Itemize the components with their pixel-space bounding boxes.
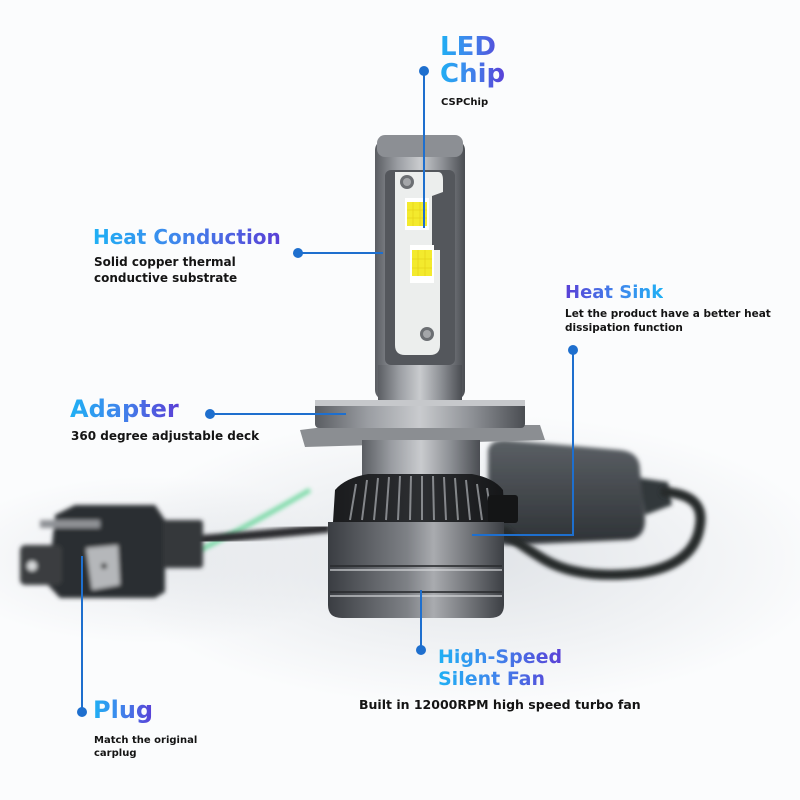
heat-sink-leader-horizontal bbox=[472, 534, 574, 536]
heat-sink-description-line1: Let the product have a better heat bbox=[565, 308, 771, 320]
fan-leader-dot bbox=[416, 645, 426, 655]
fan-title-line2: Silent Fan bbox=[438, 667, 546, 690]
heat-conduction-description-line2: conductive substrate bbox=[94, 270, 238, 285]
heat-conduction-leader bbox=[298, 252, 383, 254]
heat-sink-title: Heat Sink bbox=[565, 282, 664, 303]
fan-description: Built in 12000RPM high speed turbo fan bbox=[359, 697, 641, 712]
adapter-leader bbox=[210, 413, 346, 415]
heatsink-fins bbox=[333, 474, 505, 522]
heat-conduction-leader-dot bbox=[293, 248, 303, 258]
heat-conduction-title: Heat Conduction bbox=[93, 225, 281, 249]
plug-connector bbox=[20, 505, 203, 598]
plug-title: Plug bbox=[93, 696, 154, 724]
adapter-description: 360 degree adjustable deck bbox=[71, 429, 260, 443]
fan-leader bbox=[420, 590, 422, 650]
led-chip-title-line1: LED bbox=[440, 32, 496, 62]
led-chips bbox=[405, 198, 434, 283]
heat-sink-description-line2: dissipation function bbox=[565, 321, 683, 334]
plug-leader-dot bbox=[77, 707, 87, 717]
led-chip-title: LED Chip bbox=[440, 34, 505, 89]
adapter-title: Adapter bbox=[70, 395, 179, 423]
plug-description: Match the original carplug bbox=[94, 734, 197, 760]
fan-title: High-Speed Silent Fan bbox=[438, 647, 562, 691]
heat-conduction-description-line1: Solid copper thermal bbox=[94, 255, 236, 269]
plug-description-line1: Match the original bbox=[94, 735, 198, 746]
led-chip-leader-dot bbox=[419, 66, 429, 76]
heat-sink-leader-vertical bbox=[572, 350, 574, 536]
plug-leader bbox=[81, 556, 83, 712]
heat-sink-leader-dot bbox=[568, 345, 578, 355]
fan-title-line1: High-Speed bbox=[438, 646, 563, 668]
adapter-leader-dot bbox=[205, 409, 215, 419]
adapter-flange bbox=[300, 400, 545, 447]
heat-sink-description: Let the product have a better heat dissi… bbox=[565, 308, 771, 335]
cable bbox=[500, 487, 706, 580]
plug-description-line2: carplug bbox=[94, 748, 137, 759]
led-chip-leader bbox=[423, 71, 425, 228]
led-chip-description: CSPChip bbox=[441, 97, 489, 108]
heat-conduction-description: Solid copper thermal conductive substrat… bbox=[94, 255, 237, 286]
driver-box bbox=[488, 440, 672, 545]
led-chip-title-line2: Chip bbox=[440, 59, 506, 90]
